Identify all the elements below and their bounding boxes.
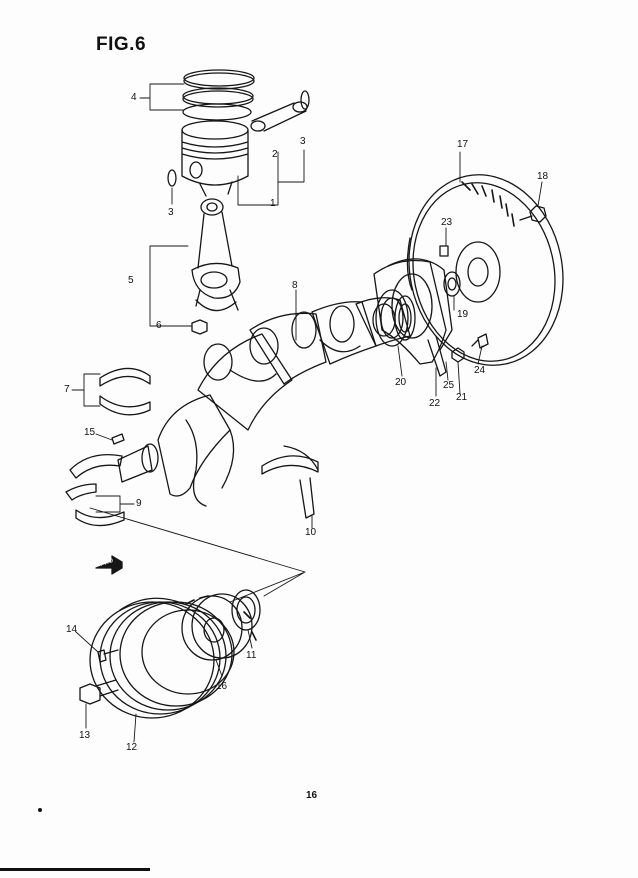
gasket <box>387 258 453 351</box>
dowel-pin <box>439 245 449 257</box>
callout-14: 14 <box>66 624 78 635</box>
callout-8: 8 <box>292 280 298 291</box>
callout-20: 20 <box>395 377 407 388</box>
seal-housing <box>373 259 447 377</box>
callout-10: 10 <box>305 527 317 538</box>
callout-7: 7 <box>64 384 70 395</box>
callout-25: 25 <box>443 380 455 391</box>
callout-12: 12 <box>126 742 138 753</box>
callout-1: 1 <box>270 198 276 209</box>
callout-13: 13 <box>79 730 91 741</box>
fwd-arrow <box>95 555 123 575</box>
callout-9: 9 <box>136 498 142 509</box>
page-bullet <box>38 808 42 812</box>
callout-19: 19 <box>457 309 469 320</box>
callout-11: 11 <box>246 650 257 661</box>
crank-key <box>111 433 125 445</box>
thrust-bearing <box>261 445 319 519</box>
page-number: 16 <box>306 790 318 801</box>
callout-5: 5 <box>128 275 134 286</box>
callout-23: 23 <box>441 217 453 228</box>
callout-15: 15 <box>84 427 96 438</box>
pilot-bearing <box>443 271 461 297</box>
callout-2: 2 <box>272 149 278 160</box>
front-oil-seal <box>231 589 261 631</box>
rod-bearings <box>99 367 151 416</box>
main-bearings <box>65 453 125 527</box>
figure-title: FIG.6 <box>96 34 147 55</box>
timing-pulley <box>181 593 257 661</box>
pulley-screw <box>97 649 119 663</box>
callout-6: 6 <box>156 320 162 331</box>
seal-housing-bolt <box>451 347 465 363</box>
callout-4: 4 <box>131 92 137 103</box>
piston <box>181 120 249 197</box>
pulley-bolt <box>79 679 119 705</box>
crank-pulley <box>89 597 235 719</box>
callout-21: 21 <box>456 392 468 403</box>
rod-nut <box>191 319 208 335</box>
piston-rings <box>182 69 255 121</box>
flywheel-bolt <box>519 205 547 223</box>
pin-circlips <box>167 90 310 187</box>
callout-3-top: 3 <box>300 136 306 147</box>
bottom-rule <box>0 868 150 871</box>
callout-22: 22 <box>429 398 441 409</box>
leader-lines <box>71 83 543 743</box>
flywheel <box>406 174 564 366</box>
callout-16: 16 <box>216 681 228 692</box>
callout-17: 17 <box>457 139 469 150</box>
connecting-rod <box>191 198 241 312</box>
crankshaft <box>117 295 416 507</box>
piston-pin <box>250 101 308 132</box>
callout-24: 24 <box>474 365 486 376</box>
housing-bolt <box>471 333 489 349</box>
callout-3-left: 3 <box>168 207 174 218</box>
callout-18: 18 <box>537 171 549 182</box>
